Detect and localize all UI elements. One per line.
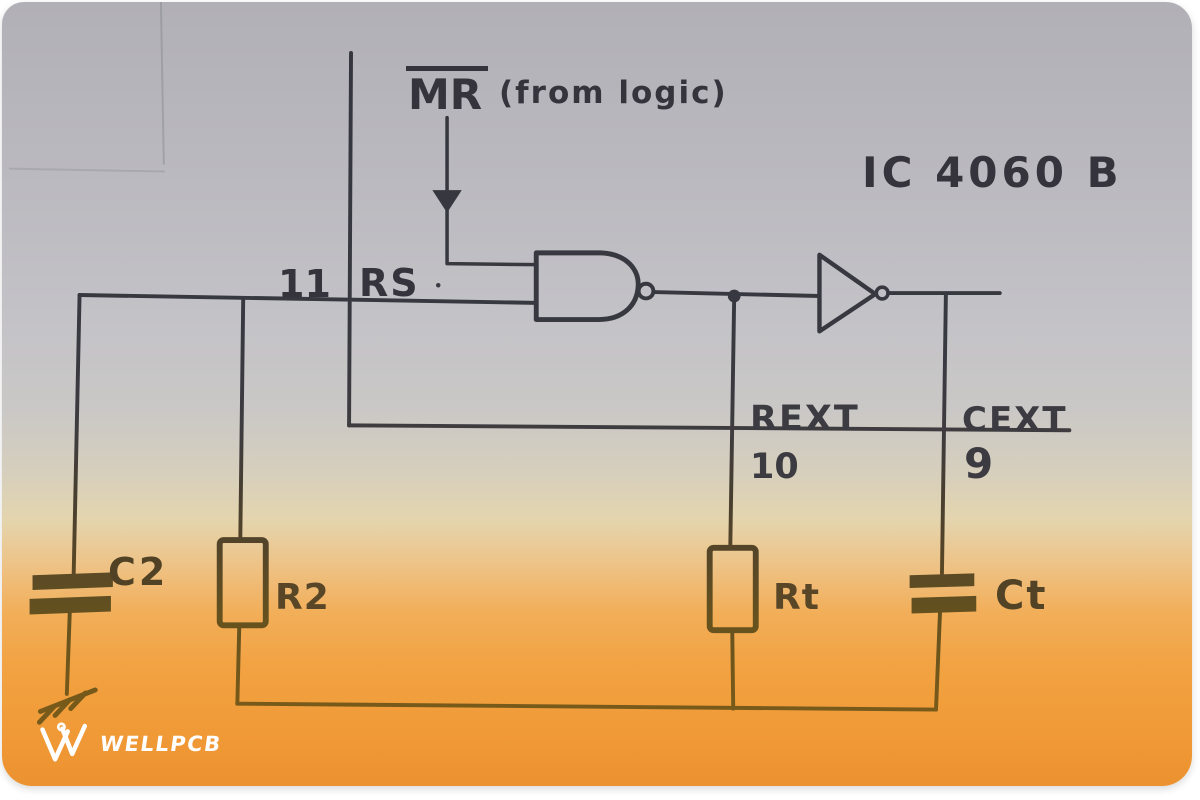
mr-note-label: (from logic) [499, 75, 728, 111]
wire-pin11-vertical [347, 51, 353, 428]
rext-label: REXT [750, 399, 860, 439]
nand-output-bubble [636, 281, 656, 301]
ink-dot [435, 282, 441, 288]
wire-mr-input [445, 115, 539, 267]
inverter-gate [817, 252, 878, 334]
resistor-r2-label: R2 [275, 577, 330, 618]
capacitor-c2-label: C2 [108, 550, 169, 594]
cext-label: CEXT [962, 400, 1068, 440]
paper-crease-vertical [159, 2, 165, 165]
schematic-photo: MR (from logic) IC 4060 B 11 RS REXT 10 … [2, 2, 1192, 786]
wire-ct-bottom [934, 610, 942, 710]
capacitor-ct-label: Ct [995, 573, 1048, 619]
resistor-r2-body [216, 537, 269, 629]
capacitor-ct-plate-top [909, 573, 975, 589]
resistor-rt-label: Rt [773, 577, 820, 618]
ground-symbol-icon [36, 687, 98, 725]
ic-title-label: IC 4060 B [862, 148, 1123, 197]
wellpcb-logo-icon [40, 722, 88, 762]
pin9-label: 9 [964, 439, 994, 488]
mr-signal-label: MR [406, 66, 489, 116]
resistor-rt-body [706, 544, 759, 634]
mr-overbar: MR [406, 66, 489, 116]
wire-c2-bottom [64, 610, 72, 696]
brand-watermark: WELLPCB [38, 721, 224, 767]
wire-r2-top [238, 296, 246, 543]
wire-c2-top [71, 293, 82, 577]
capacitor-ct-plate-bottom [911, 595, 977, 614]
rs-label: RS [359, 261, 420, 305]
capacitor-c2-plate-top [32, 572, 113, 590]
paper-crease-horizontal [8, 167, 165, 173]
mr-arrowhead-icon [432, 190, 462, 213]
circuit-drawing [8, 2, 1072, 725]
wire-rext-cext-rail [347, 423, 1072, 433]
wire-bottom-rail [235, 701, 939, 712]
brand-name: WELLPCB [98, 732, 224, 756]
wire-r2-bottom [235, 623, 242, 706]
pin10-label: 10 [750, 447, 799, 487]
inverter-output-bubble [874, 285, 890, 301]
junction-dot [727, 289, 741, 303]
wire-ct-vertical [940, 292, 948, 576]
nand-gate [533, 250, 641, 322]
capacitor-c2-plate-bottom [29, 595, 111, 615]
wire-main-input [77, 293, 538, 305]
pin11-label: 11 [278, 262, 331, 306]
wire-rt-vertical [728, 294, 737, 550]
wire-rt-bottom [730, 628, 736, 711]
